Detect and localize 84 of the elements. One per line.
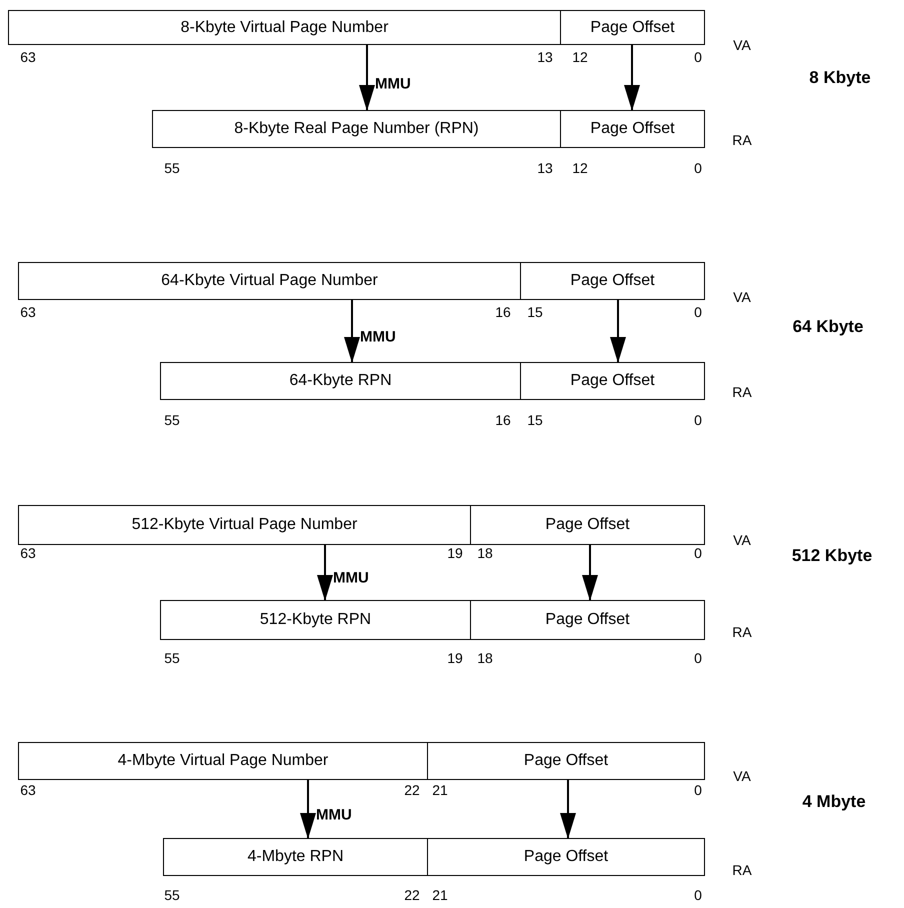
field-box [520, 262, 705, 300]
bit-number: 13 [537, 49, 553, 65]
bit-number: 22 [404, 782, 420, 798]
field-label: Page Offset [590, 18, 675, 36]
field-box [470, 505, 705, 545]
field-box [427, 838, 705, 876]
bit-number: 15 [527, 304, 543, 320]
bit-number: 0 [694, 650, 702, 666]
bit-number: 21 [432, 887, 448, 903]
arrow [582, 545, 598, 601]
field-label: 8-Kbyte Virtual Page Number [180, 18, 388, 36]
field-label: 4-Mbyte Virtual Page Number [118, 752, 328, 770]
bit-number: 0 [694, 545, 702, 561]
field-label: 64-Kbyte RPN [289, 372, 392, 390]
arrow [610, 300, 626, 363]
bit-number: 55 [164, 412, 180, 428]
arrow [359, 45, 375, 111]
address-tag: RA [732, 862, 752, 878]
bit-number: 19 [447, 650, 463, 666]
bit-number: 0 [694, 887, 702, 903]
bit-number: 16 [495, 304, 511, 320]
bit-number: 0 [694, 49, 702, 65]
field-label: Page Offset [570, 272, 655, 290]
address-tag: RA [732, 132, 752, 148]
arrow [344, 300, 360, 363]
address-tag: VA [733, 768, 751, 784]
field-box [560, 110, 705, 148]
bit-number: 63 [20, 304, 36, 320]
address-tag: RA [732, 384, 752, 400]
field-box [470, 600, 705, 640]
field-label: Page Offset [524, 752, 608, 770]
field-box [18, 505, 471, 545]
field-box [160, 362, 521, 400]
field-label: 512-Kbyte Virtual Page Number [132, 516, 358, 534]
bit-number: 16 [495, 412, 511, 428]
arrow [300, 780, 316, 839]
field-label: Page Offset [545, 516, 630, 534]
page-size-heading: 512 Kbyte [792, 546, 872, 566]
bit-number: 12 [572, 49, 588, 65]
field-box [163, 838, 428, 876]
field-box [160, 600, 471, 640]
field-box [18, 262, 521, 300]
field-label: Page Offset [590, 120, 675, 138]
bit-number: 63 [20, 49, 36, 65]
bit-number: 0 [694, 782, 702, 798]
address-tag: RA [732, 624, 752, 640]
field-label: 64-Kbyte Virtual Page Number [161, 272, 378, 290]
arrow [317, 545, 333, 601]
bit-number: 63 [20, 545, 36, 561]
arrow [560, 780, 576, 839]
field-box [560, 10, 705, 45]
bit-number: 18 [477, 545, 493, 561]
field-box [152, 110, 561, 148]
bit-number: 55 [164, 160, 180, 176]
bit-number: 63 [20, 782, 36, 798]
bit-number: 22 [404, 887, 420, 903]
field-label: 4-Mbyte RPN [247, 848, 344, 866]
field-label: Page Offset [570, 372, 655, 390]
address-tag: VA [733, 37, 751, 53]
bit-number: 55 [164, 650, 180, 666]
bit-number: 0 [694, 160, 702, 176]
bit-number: 13 [537, 160, 553, 176]
bit-number: 21 [432, 782, 448, 798]
field-box [18, 742, 428, 780]
bit-number: 15 [527, 412, 543, 428]
page-size-heading: 8 Kbyte [809, 68, 871, 88]
page-size-heading: 64 Kbyte [792, 317, 864, 337]
field-label: 8-Kbyte Real Page Number (RPN) [234, 120, 479, 138]
bit-number: 0 [694, 304, 702, 320]
bit-number: 0 [694, 412, 702, 428]
bit-number: 55 [164, 887, 180, 903]
field-label: Page Offset [524, 848, 608, 866]
field-box [427, 742, 705, 780]
field-box [8, 10, 561, 45]
address-tag: VA [733, 532, 751, 548]
bit-number: 18 [477, 650, 493, 666]
field-box [520, 362, 705, 400]
field-label: Page Offset [545, 611, 630, 629]
page-size-heading: 4 Mbyte [802, 792, 866, 812]
address-tag: VA [733, 289, 751, 305]
arrow [624, 45, 640, 111]
bit-number: 19 [447, 545, 463, 561]
field-label: 512-Kbyte RPN [260, 611, 372, 629]
bit-number: 12 [572, 160, 588, 176]
